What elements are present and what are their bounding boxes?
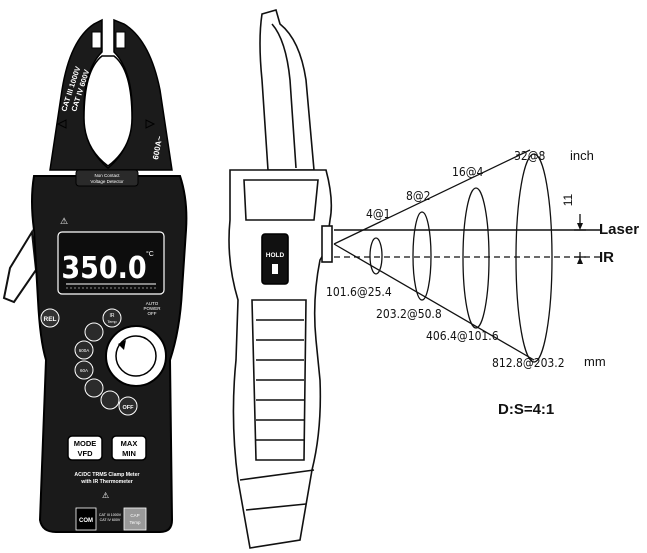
- cone-upper-edge: [333, 149, 531, 245]
- distance-to-spot-ratio: D:S=4:1: [498, 401, 554, 418]
- mode-button-line2: VFD: [78, 449, 94, 458]
- measurement-cone: [333, 149, 600, 363]
- max-button-line2: MIN: [122, 449, 136, 458]
- dial-off: OFF: [123, 405, 135, 411]
- spot-mm-label-1: 101.6@25.4: [326, 285, 392, 299]
- clamp-jaw: [49, 18, 173, 171]
- max-min-button[interactable]: [111, 435, 147, 461]
- spot-inch-label-1: 4@1: [366, 207, 391, 221]
- cap-jack-line2: Temp: [129, 520, 141, 525]
- rel-button[interactable]: [40, 308, 60, 328]
- max-button-line1: MAX: [121, 439, 138, 448]
- dial-temp: Temp: [107, 320, 116, 324]
- front-view: CAT III 1000V CAT IV 600V 600A~ Non Cont…: [2, 18, 188, 533]
- auto-power-line2: POWER: [143, 306, 161, 311]
- clamp-rating: 600A~: [151, 135, 164, 160]
- ncv-label-line1: Non Contact: [94, 173, 120, 178]
- spot-inch-label-3: 16@4: [452, 165, 484, 179]
- lcd-display: [57, 231, 165, 295]
- laser-label: Laser: [599, 221, 639, 238]
- product-name-line2: with IR Thermometer: [80, 479, 133, 485]
- warning-icon-bottom: ⚠: [102, 491, 109, 500]
- spot-ellipse-4: [515, 153, 553, 363]
- mode-button-line1: MODE: [74, 439, 97, 448]
- side-view: HOLD: [228, 9, 333, 549]
- side-jaw: [259, 9, 315, 171]
- trigger-lever: [2, 228, 38, 304]
- warning-icon: ⚠: [60, 216, 68, 226]
- mode-button[interactable]: [67, 435, 103, 461]
- jack-rating-line2: CAT IV 600V: [100, 518, 121, 522]
- left-arrow-mark: [56, 119, 67, 129]
- com-jack[interactable]: [75, 507, 97, 531]
- dial-pointer: [118, 340, 126, 350]
- cap-jack-line1: CAP: [130, 513, 139, 518]
- lcd-unit: °C: [146, 250, 154, 258]
- rel-button-label: REL: [44, 316, 57, 323]
- com-jack-label: COM: [79, 518, 93, 524]
- dial-600a: 600A: [79, 348, 90, 353]
- mm-unit-label: mm: [584, 354, 606, 369]
- auto-power-line1: AUTO: [146, 301, 159, 306]
- hold-button[interactable]: [261, 233, 289, 285]
- spot-mm-label-4: 812.8@203.2: [492, 356, 565, 370]
- ir-sensor-window: [321, 225, 333, 263]
- lcd-reading: 350.0: [61, 251, 146, 286]
- spot-mm-label-3: 406.4@101.6: [426, 329, 499, 343]
- spot-ellipse-2: [412, 211, 432, 301]
- ncv-label-line2: Voltage Detector: [90, 179, 124, 184]
- offset-dimension-label: 11: [561, 193, 575, 206]
- cone-lower-edge: [333, 243, 535, 361]
- spot-inch-label-2: 8@2: [406, 189, 431, 203]
- right-arrow-mark: [145, 119, 156, 129]
- spot-inch-label-4: 32@8: [514, 149, 546, 163]
- cap-temp-jack[interactable]: [123, 507, 147, 531]
- product-name-line1: AC/DC TRMS Clamp Meter: [74, 472, 139, 478]
- dial-positions: IR Temp 600A 60A OFF: [74, 308, 138, 416]
- jack-rating-line1: CAT III 1000V: [99, 513, 122, 517]
- side-body: [228, 169, 333, 549]
- spot-ellipse-3: [462, 187, 490, 329]
- dial-60a: 60A: [80, 368, 88, 373]
- hold-button-label: HOLD: [266, 252, 285, 259]
- dial-ir: IR: [110, 313, 115, 319]
- spot-mm-label-2: 203.2@50.8: [376, 307, 442, 321]
- auto-power-line3: OFF: [148, 311, 157, 316]
- inch-unit-label: inch: [570, 148, 594, 163]
- spot-ellipse-1: [369, 237, 383, 275]
- ir-label: IR: [599, 249, 614, 266]
